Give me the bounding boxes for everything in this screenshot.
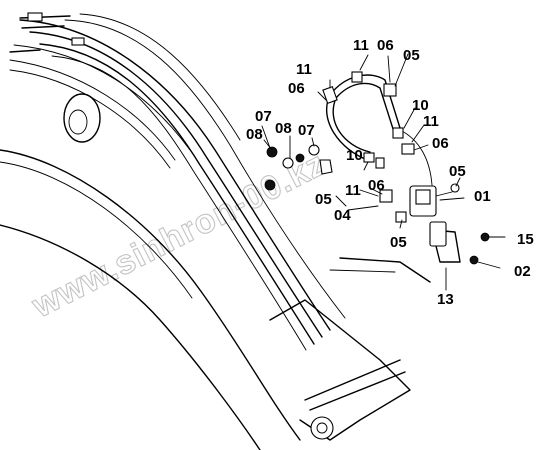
bolts [469,232,506,269]
callout-06-top: 06 [377,37,394,54]
hose-ends-top-left [9,12,85,53]
callout-05-bottom: 05 [390,234,407,251]
callout-10-a: 10 [412,97,429,114]
callout-11-right: 11 [423,113,439,130]
boom-foot [269,299,411,441]
callout-11-top-left: 11 [296,61,312,78]
callouts: 11 11 06 05 06 10 11 06 07 08 08 07 10 1… [246,37,534,308]
callout-08-left: 08 [246,126,263,143]
bracket [329,221,461,283]
callout-07-left: 07 [255,108,272,125]
callout-02: 02 [514,263,531,280]
callout-01: 01 [474,188,491,205]
callout-06-mid: 06 [368,177,385,194]
boom-boss [63,93,101,143]
callout-06-left: 06 [288,80,305,97]
callout-11-top: 11 [353,37,369,54]
callout-05-mid: 05 [315,191,332,208]
callout-13: 13 [437,291,454,308]
callout-05-right: 05 [449,163,466,180]
callout-15: 15 [517,231,534,248]
callout-11-mid: 11 [345,182,361,199]
callout-05-top: 05 [403,47,420,64]
pipe-bundle [19,13,346,351]
callout-04: 04 [334,207,351,224]
valve-block [409,183,460,217]
leader-lines [261,53,465,291]
callout-07-mid: 07 [298,122,315,139]
callout-10-b: 10 [346,147,363,164]
boom-arm-outline [0,44,301,450]
callout-08-mid: 08 [275,120,292,137]
fittings [264,71,415,223]
callout-06-right: 06 [432,135,449,152]
